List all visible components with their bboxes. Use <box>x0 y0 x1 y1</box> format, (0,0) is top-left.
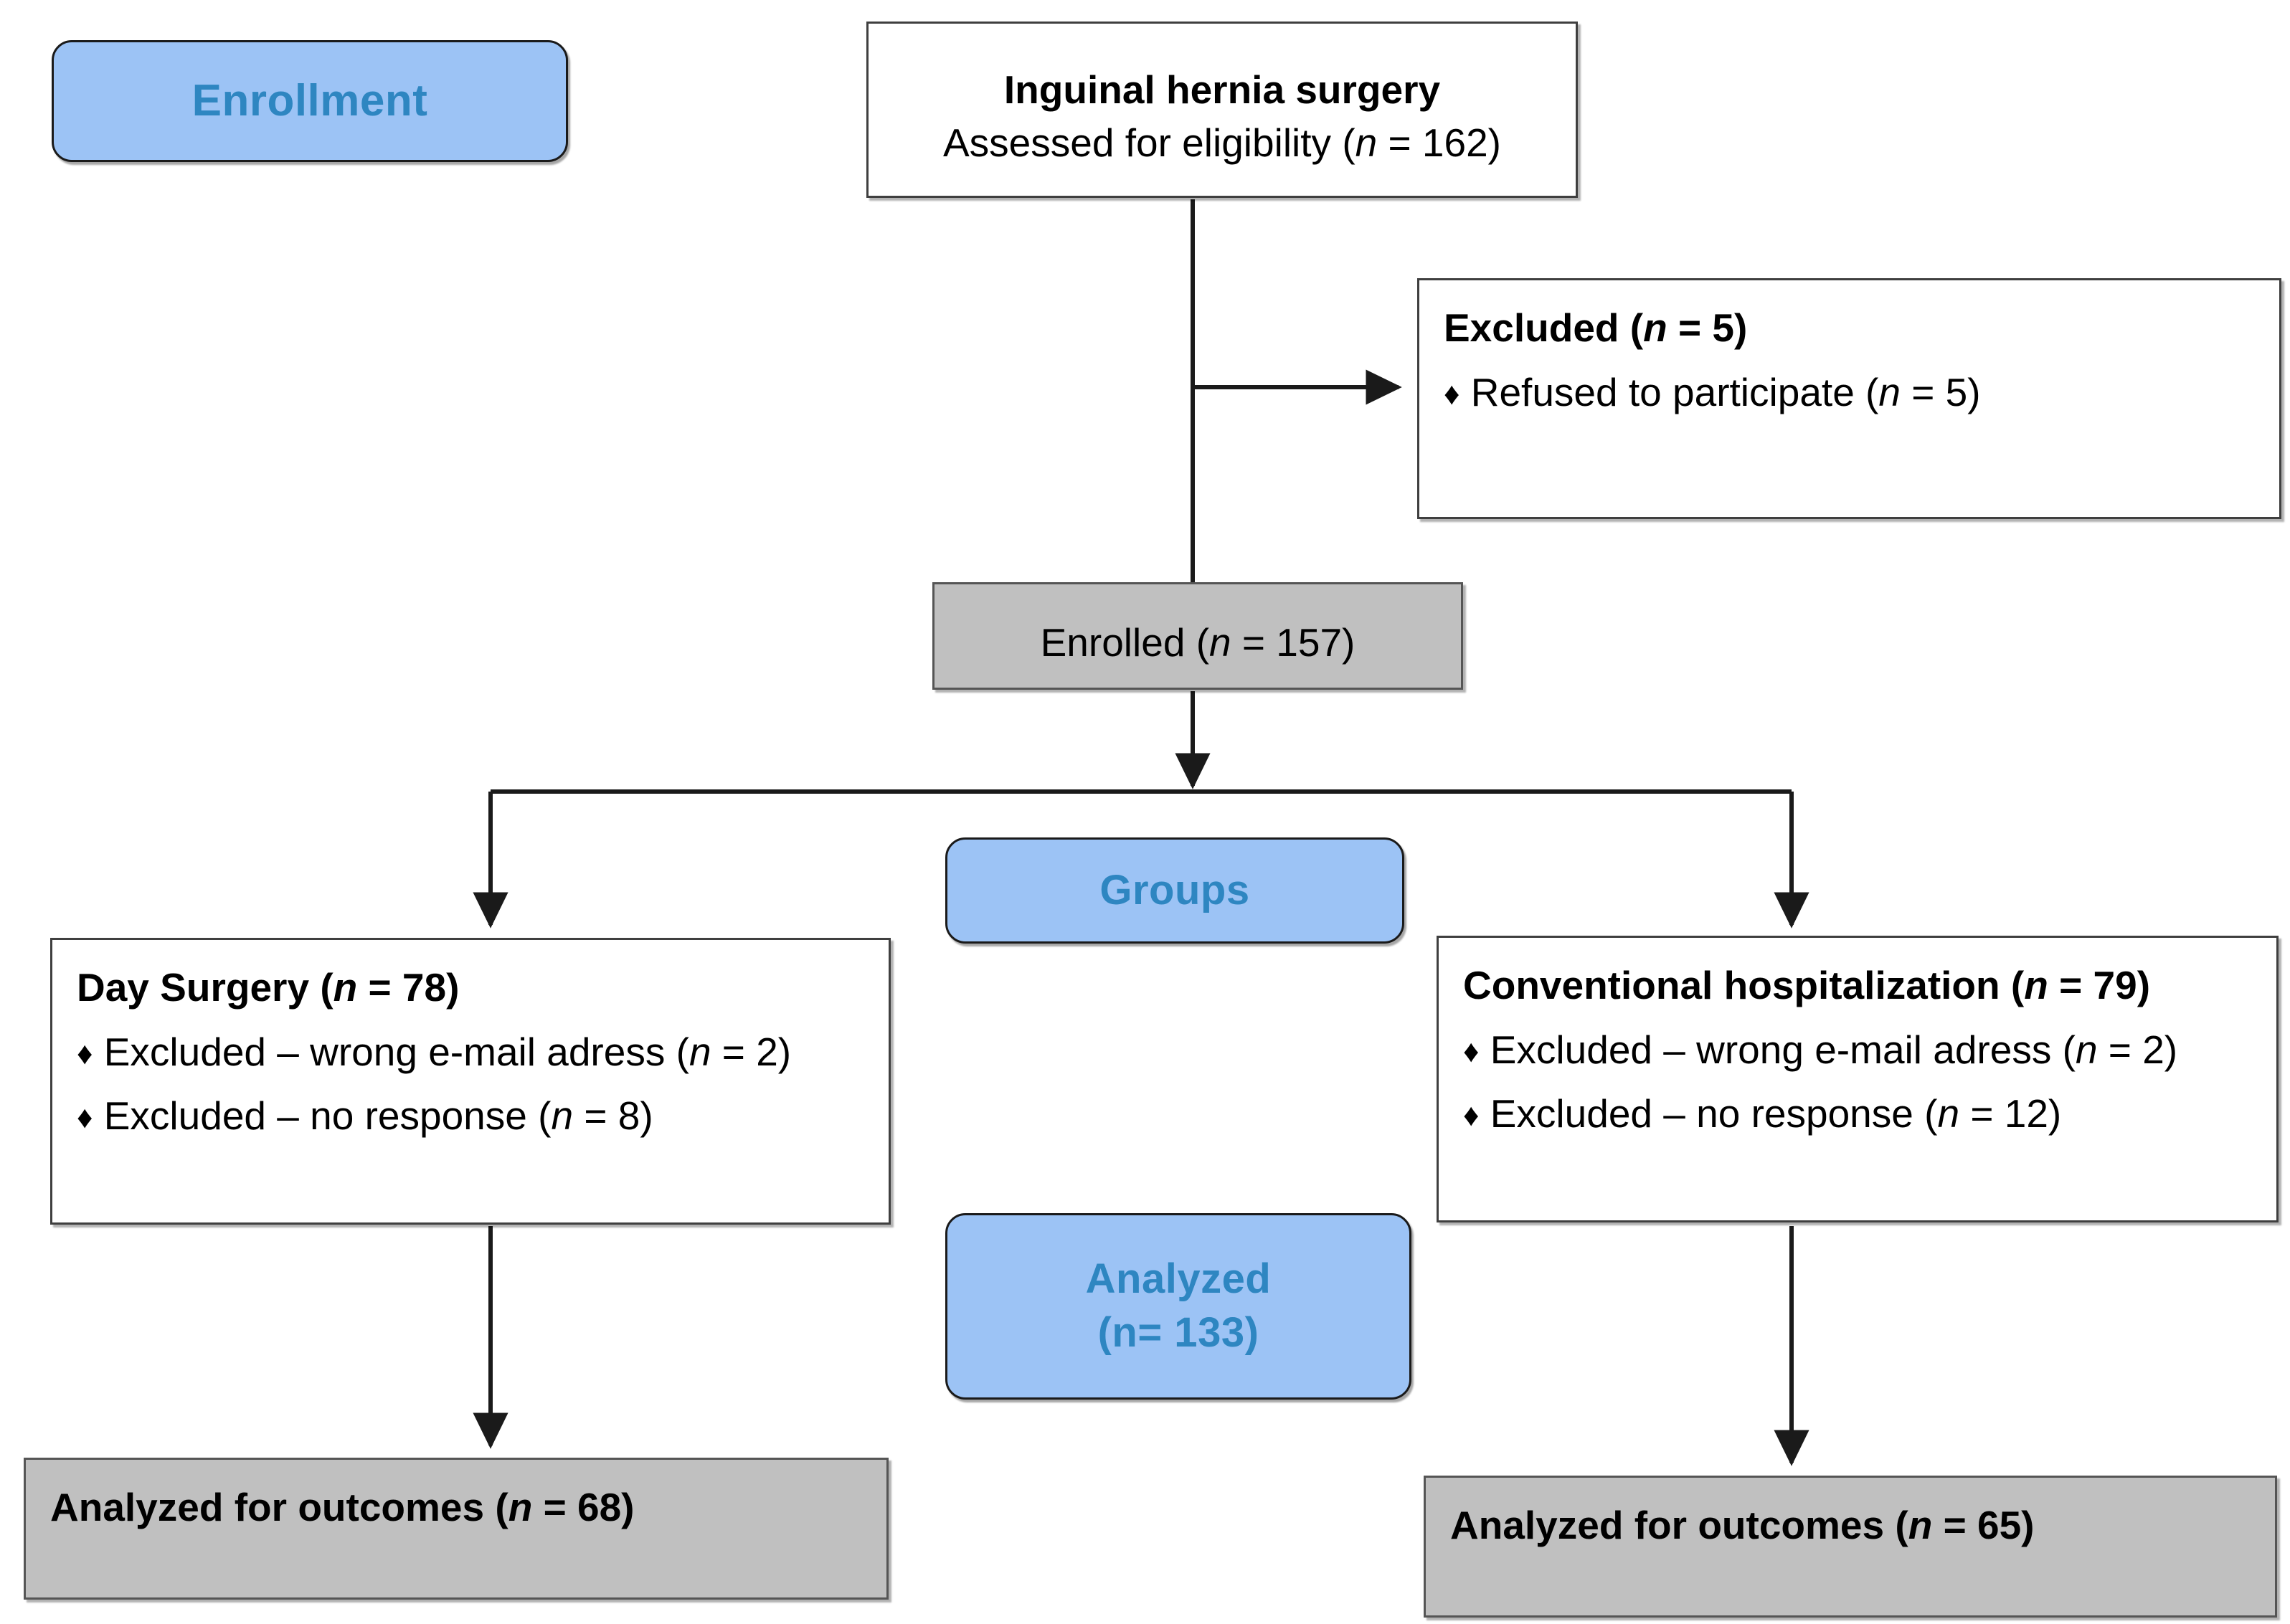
stage-badge-groups-label: Groups <box>1099 866 1250 913</box>
node-group-conventional-bullet-1-italic-n: n <box>1937 1091 1960 1136</box>
node-group-day-surgery-bullet-1-italic-n: n <box>551 1093 574 1139</box>
stage-badge-enrollment: Enrollment <box>52 40 568 162</box>
node-screened-subtitle-prefix: Assessed for eligibility ( <box>942 120 1355 165</box>
node-group-day-surgery-bullet-0-suffix: = 2) <box>711 1029 792 1074</box>
node-group-day-surgery-title-suffix: = 78) <box>357 965 460 1010</box>
node-screened-subtitle-suffix: = 162) <box>1377 120 1502 165</box>
stage-badge-enrollment-label: Enrollment <box>191 76 428 126</box>
node-outcome-left-label: Analyzed for outcomes (n = 68) <box>50 1481 862 1534</box>
node-excluded-bullet-0: ♦ Refused to participate (n = 5) <box>1444 366 2255 419</box>
node-excluded-title-italic-n: n <box>1643 305 1667 350</box>
node-outcome-right-label: Analyzed for outcomes (n = 65) <box>1450 1499 2251 1552</box>
node-group-conventional-bullet-1: ♦ Excluded – no response (n = 12) <box>1463 1088 2252 1141</box>
node-enrolled: Enrolled (n = 157) <box>932 582 1463 690</box>
node-screened-subtitle: Assessed for eligibility (n = 162) <box>943 117 1501 170</box>
node-group-day-surgery-bullet-0-prefix: Excluded – wrong e-mail adress ( <box>103 1029 689 1074</box>
node-enrolled-label: Enrolled (n = 157) <box>1041 617 1355 670</box>
diamond-bullet-icon: ♦ <box>1463 1098 1480 1134</box>
node-outcome-left-label-prefix: Analyzed for outcomes ( <box>50 1485 508 1529</box>
node-group-day-surgery-title-italic-n: n <box>333 965 358 1010</box>
diamond-bullet-icon: ♦ <box>77 1035 93 1071</box>
node-excluded-title-prefix: Excluded ( <box>1444 305 1644 350</box>
node-group-conventional-bullet-0-prefix: Excluded – wrong e-mail adress ( <box>1490 1027 2076 1072</box>
diamond-bullet-icon: ♦ <box>77 1100 93 1136</box>
diamond-bullet-icon: ♦ <box>1463 1033 1480 1069</box>
stage-badge-analyzed-line1: Analyzed <box>1085 1255 1272 1303</box>
node-enrolled-label-italic-n: n <box>1209 620 1231 665</box>
node-group-conventional-bullet-0: ♦ Excluded – wrong e-mail adress (n = 2) <box>1463 1024 2252 1077</box>
node-outcome-right-label-italic-n: n <box>1908 1503 1933 1547</box>
node-excluded: Excluded (n = 5) ♦ Refused to participat… <box>1417 278 2281 519</box>
node-group-day-surgery: Day Surgery (n = 78) ♦ Excluded – wrong … <box>50 938 891 1225</box>
node-excluded-bullet-0-italic-n: n <box>1878 369 1901 414</box>
node-group-conventional-title-italic-n: n <box>2024 963 2048 1007</box>
node-outcome-right-label-prefix: Analyzed for outcomes ( <box>1450 1503 1908 1547</box>
node-excluded-bullet-0-prefix: Refused to participate ( <box>1470 369 1879 414</box>
node-outcome-left-label-italic-n: n <box>508 1485 533 1529</box>
node-group-day-surgery-bullet-0-italic-n: n <box>689 1029 711 1074</box>
node-excluded-title: Excluded (n = 5) <box>1444 302 2255 355</box>
node-group-day-surgery-bullet-1-suffix: = 8) <box>573 1093 653 1139</box>
node-screened-subtitle-italic-n: n <box>1355 120 1378 165</box>
node-outcome-left-label-suffix: = 68) <box>532 1485 635 1529</box>
node-group-conventional-bullet-0-italic-n: n <box>2075 1027 2098 1072</box>
node-group-day-surgery-bullet-0: ♦ Excluded – wrong e-mail adress (n = 2) <box>77 1026 864 1079</box>
node-outcome-right: Analyzed for outcomes (n = 65) <box>1424 1476 2277 1618</box>
node-group-conventional-bullet-1-prefix: Excluded – no response ( <box>1490 1091 1938 1136</box>
node-excluded-bullet-0-suffix: = 5) <box>1900 369 1981 414</box>
node-group-conventional-title-suffix: = 79) <box>2048 963 2151 1007</box>
stage-badge-analyzed: Analyzed (n= 133) <box>945 1213 1411 1400</box>
node-group-conventional-bullet-0-suffix: = 2) <box>2097 1027 2178 1072</box>
node-excluded-title-suffix: = 5) <box>1667 305 1748 350</box>
node-outcome-left: Analyzed for outcomes (n = 68) <box>24 1458 889 1600</box>
stage-badge-analyzed-line2: (n= 133) <box>1097 1309 1259 1356</box>
node-group-day-surgery-title: Day Surgery (n = 78) <box>77 961 864 1015</box>
node-group-day-surgery-bullet-1-prefix: Excluded – no response ( <box>103 1093 552 1139</box>
node-group-day-surgery-bullet-1: ♦ Excluded – no response (n = 8) <box>77 1090 864 1143</box>
node-enrolled-label-suffix: = 157) <box>1231 620 1355 665</box>
node-enrolled-label-prefix: Enrolled ( <box>1040 620 1210 665</box>
node-group-day-surgery-title-prefix: Day Surgery ( <box>77 965 333 1010</box>
stage-badge-groups: Groups <box>945 837 1404 944</box>
node-outcome-right-label-suffix: = 65) <box>1932 1503 2035 1547</box>
diamond-bullet-icon: ♦ <box>1444 376 1460 412</box>
node-group-conventional-title: Conventional hospitalization (n = 79) <box>1463 959 2252 1012</box>
node-screened-title: Inguinal hernia surgery <box>1003 67 1441 113</box>
node-group-conventional-bullet-1-suffix: = 12) <box>1959 1091 2062 1136</box>
node-screened: Inguinal hernia surgery Assessed for eli… <box>866 22 1578 198</box>
node-group-conventional-hospitalization: Conventional hospitalization (n = 79) ♦ … <box>1437 936 2279 1222</box>
node-group-conventional-title-prefix: Conventional hospitalization ( <box>1463 963 2025 1007</box>
